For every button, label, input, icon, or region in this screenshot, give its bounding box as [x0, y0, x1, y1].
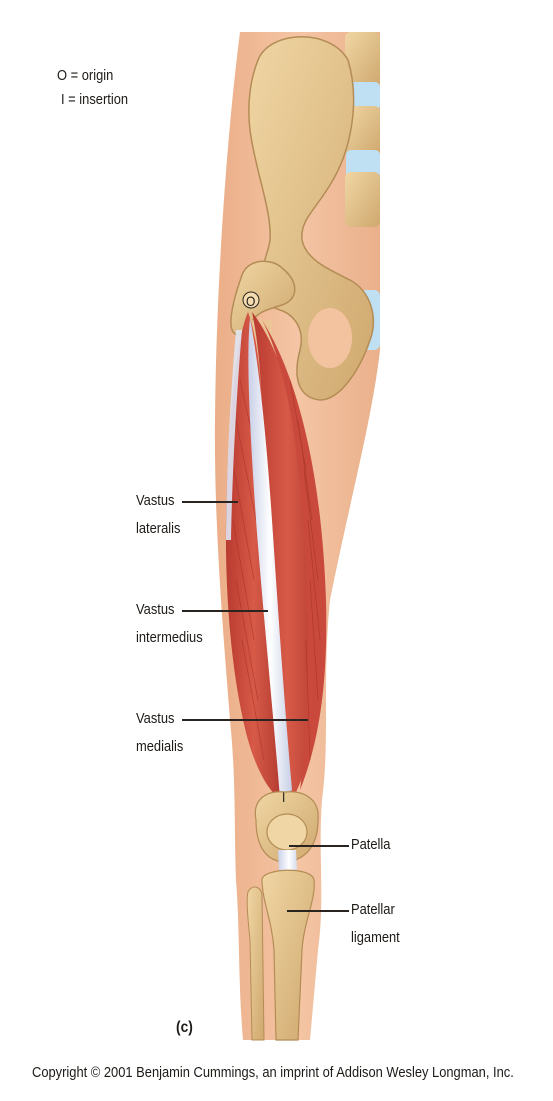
origin-marker: O	[246, 289, 255, 313]
obturator-foramen	[308, 308, 352, 368]
vastus-lateralis-leader	[182, 501, 238, 503]
vastus-intermedius-label-line1: Vastus	[136, 598, 174, 622]
vastus-medialis-label-line2: medialis	[136, 735, 183, 759]
patellar-ligament-label-line2: ligament	[351, 926, 400, 950]
patella-leader	[289, 845, 349, 847]
patellar-ligament-leader	[287, 910, 349, 912]
insertion-marker: I	[282, 785, 285, 809]
vastus-medialis-leader	[182, 719, 308, 721]
copyright-notice: Copyright © 2001 Benjamin Cummings, an i…	[32, 1061, 514, 1085]
patellar-ligament-label-line1: Patellar	[351, 898, 395, 922]
panel-letter: (c)	[176, 1016, 193, 1040]
legend-insertion: I = insertion	[61, 88, 128, 112]
patella-label: Patella	[351, 833, 390, 857]
vastus-intermedius-leader	[182, 610, 268, 612]
vastus-medialis-label-line1: Vastus	[136, 707, 174, 731]
legend-origin: O = origin	[57, 64, 127, 88]
vastus-lateralis-label-line2: lateralis	[136, 517, 180, 541]
vastus-intermedius-label-line2: intermedius	[136, 626, 203, 650]
vastus-lateralis-label-line1: Vastus	[136, 489, 174, 513]
legend: O = origin I = insertion	[57, 64, 139, 112]
